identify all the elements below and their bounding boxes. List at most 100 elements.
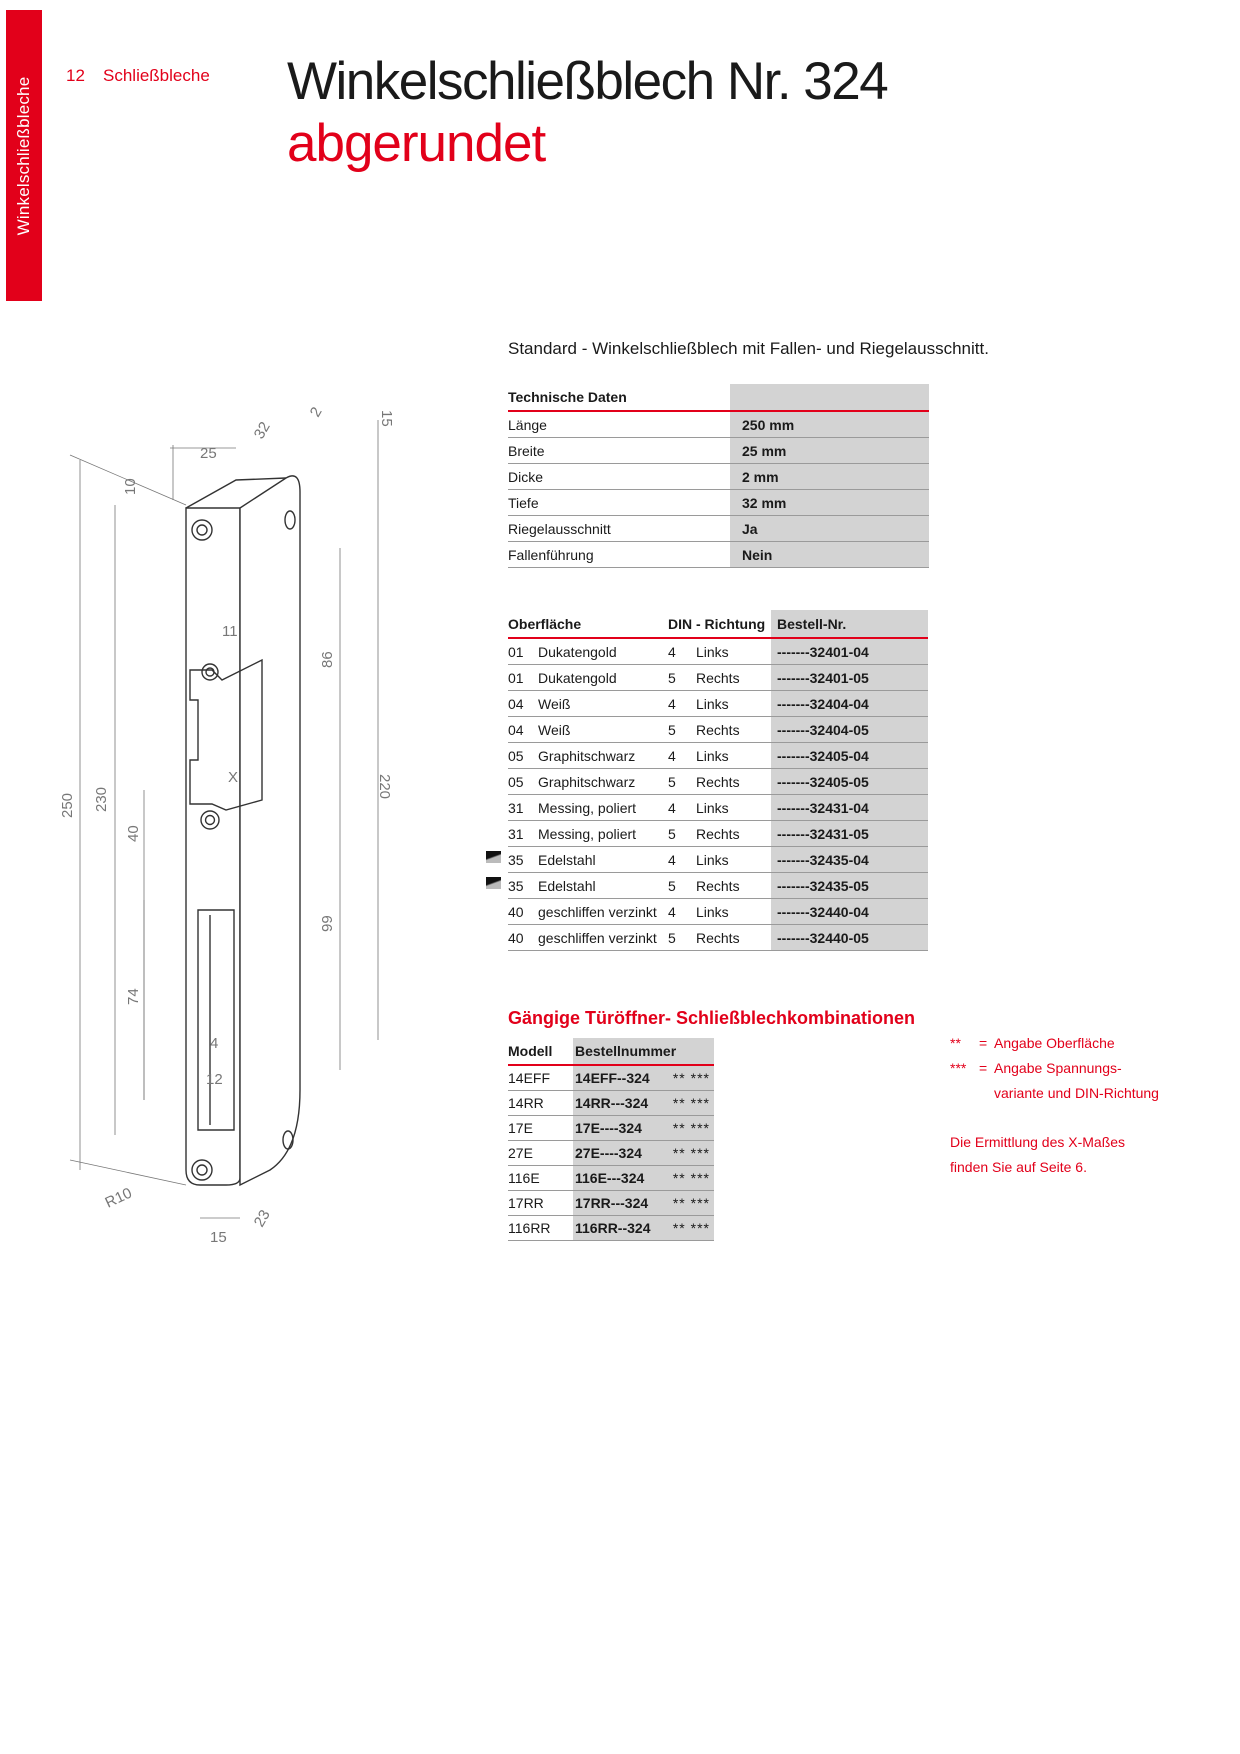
din-number: 5 <box>668 664 696 691</box>
dim-label: 220 <box>376 774 393 799</box>
din-number: 5 <box>668 820 696 847</box>
order-number: ** *** 14RR---324 <box>573 1090 714 1116</box>
order-suffix: ** *** <box>672 1195 710 1211</box>
technical-drawing: 25 32 2 15 10 11 86 X 250 230 40 220 99 … <box>59 404 395 1246</box>
order-table: Oberfläche DIN - Richtung Bestell-Nr. 01… <box>508 610 928 951</box>
order-number-text: 14RR---324 <box>575 1095 649 1111</box>
dim-label: 4 <box>210 1035 218 1052</box>
side-tab-label: Winkelschließbleche <box>14 76 33 235</box>
order-number-header: Bestell-Nr. <box>771 610 928 639</box>
din-header: DIN - Richtung <box>668 610 771 639</box>
order-number-text: 14EFF--324 <box>575 1070 650 1086</box>
tech-header-fill <box>730 384 929 412</box>
tech-label: Länge <box>508 411 730 438</box>
surface-code: 01 <box>508 638 538 665</box>
page-subtitle: abgerundet <box>287 114 546 173</box>
note-eq: = <box>979 1060 988 1076</box>
dim-label: 250 <box>59 793 76 818</box>
order-number: ** ***27E----324 <box>573 1140 714 1166</box>
surface-name: Graphitschwarz <box>538 768 668 795</box>
model: 116RR <box>508 1215 573 1241</box>
order-number: -------32404-05 <box>771 716 928 743</box>
model-header: Modell <box>508 1038 573 1066</box>
table-row: 14RR ** *** 14RR---324 <box>508 1090 714 1116</box>
tech-label: Breite <box>508 437 730 464</box>
order-number: -------32431-05 <box>771 820 928 847</box>
din-number: 4 <box>668 794 696 821</box>
surface-code: 01 <box>508 664 538 691</box>
order-number: -------32405-05 <box>771 768 928 795</box>
note-eq: = <box>979 1035 988 1051</box>
combinations-table: Modell Bestellnummer 14EFF** ***14EFF--3… <box>508 1038 714 1241</box>
dim-label: 15 <box>378 410 395 427</box>
x-measure-note: Die Ermittlung des X-Maßes finden Sie au… <box>950 1130 1125 1180</box>
din-number: 5 <box>668 924 696 951</box>
note-variant: ***=Angabe Spannungs- <box>950 1060 1122 1076</box>
direction: Links <box>696 794 771 821</box>
order-number: ** *** 17E----324 <box>573 1115 714 1141</box>
dim-label: 25 <box>200 445 217 462</box>
order-suffix: ** *** <box>672 1095 710 1111</box>
surface-name: Graphitschwarz <box>538 742 668 769</box>
direction: Links <box>696 742 771 769</box>
page-number: 12 <box>66 66 85 85</box>
direction: Links <box>696 638 771 665</box>
surface-code: 04 <box>508 690 538 717</box>
table-header-row: Oberfläche DIN - Richtung Bestell-Nr. <box>508 610 928 639</box>
tech-label: Fallenführung <box>508 541 730 568</box>
dim-label: X <box>228 769 238 786</box>
dim-label: 23 <box>251 1207 274 1230</box>
order-number: -------32440-05 <box>771 924 928 951</box>
table-header-row: Modell Bestellnummer <box>508 1038 714 1066</box>
edelstahl-swatch-icon <box>486 851 501 863</box>
order-number-text: 17E----324 <box>575 1120 642 1136</box>
dim-label: 11 <box>222 623 238 640</box>
table-header-row: Technische Daten <box>508 384 929 412</box>
order-number: -------32401-05 <box>771 664 928 691</box>
surface-name: Dukatengold <box>538 664 668 691</box>
dim-label: 32 <box>251 419 274 442</box>
surface-code: 05 <box>508 768 538 795</box>
din-number: 4 <box>668 638 696 665</box>
drawing-outline <box>185 475 301 1187</box>
din-number: 4 <box>668 742 696 769</box>
order-suffix: ** *** <box>672 1170 710 1186</box>
din-number: 5 <box>668 872 696 899</box>
direction: Links <box>696 846 771 873</box>
order-number: -------32440-04 <box>771 898 928 925</box>
table-row: 116RR** ***116RR--324 <box>508 1215 714 1241</box>
din-number: 5 <box>668 768 696 795</box>
dim-label: R10 <box>103 1185 135 1212</box>
direction: Rechts <box>696 924 771 951</box>
model: 17RR <box>508 1190 573 1216</box>
surface-name: Messing, poliert <box>538 820 668 847</box>
side-tab: Winkelschließbleche <box>6 10 42 301</box>
note-key: *** <box>950 1060 967 1076</box>
surface-name: Weiß <box>538 716 668 743</box>
note-variant-continued: variante und DIN-Richtung <box>994 1085 1159 1101</box>
dim-label: 10 <box>122 478 139 495</box>
direction: Rechts <box>696 820 771 847</box>
tech-value: 250 mm <box>730 411 929 438</box>
table-row: 14EFF** ***14EFF--324 <box>508 1065 714 1091</box>
din-number: 4 <box>668 846 696 873</box>
model: 14RR <box>508 1090 573 1116</box>
tech-label: Tiefe <box>508 489 730 516</box>
order-number: -------32404-04 <box>771 690 928 717</box>
tech-value: 2 mm <box>730 463 929 490</box>
order-suffix: ** *** <box>672 1120 710 1136</box>
direction: Rechts <box>696 664 771 691</box>
dim-label: 74 <box>125 988 142 1005</box>
direction: Links <box>696 898 771 925</box>
surface-name: Weiß <box>538 690 668 717</box>
surface-header: Oberfläche <box>508 610 668 639</box>
din-number: 5 <box>668 716 696 743</box>
direction: Rechts <box>696 716 771 743</box>
order-number-text: 17RR---324 <box>575 1195 649 1211</box>
